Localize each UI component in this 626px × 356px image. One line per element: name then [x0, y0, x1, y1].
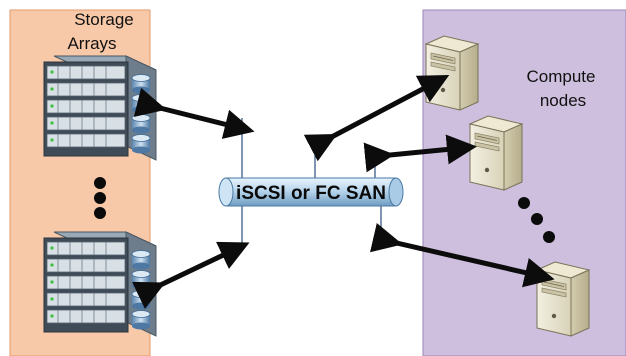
storage-panel-label-line2: Arrays — [67, 34, 116, 53]
arrow-san-server2 — [363, 134, 477, 173]
server-tower-icon — [469, 115, 523, 191]
arrow-san-server3 — [370, 223, 555, 288]
storage-array-icon — [43, 231, 157, 337]
server-tower-icon — [425, 35, 479, 111]
link-arrows — [132, 75, 555, 309]
more-storage-dots — [94, 177, 106, 219]
san-cylinder: iSCSI or FC SAN — [218, 177, 404, 207]
server-tower-icon — [536, 261, 590, 337]
arrow-san-server1 — [303, 75, 450, 162]
san-label: iSCSI or FC SAN — [236, 183, 386, 204]
arrow-storage1-san — [133, 87, 255, 139]
storage-array-icon — [43, 55, 157, 161]
arrow-storage2-san — [132, 241, 250, 309]
compute-panel-label-line2: nodes — [540, 91, 586, 110]
storage-panel-label-line1: Storage — [74, 10, 134, 29]
compute-panel-label-line1: Compute — [527, 67, 596, 86]
